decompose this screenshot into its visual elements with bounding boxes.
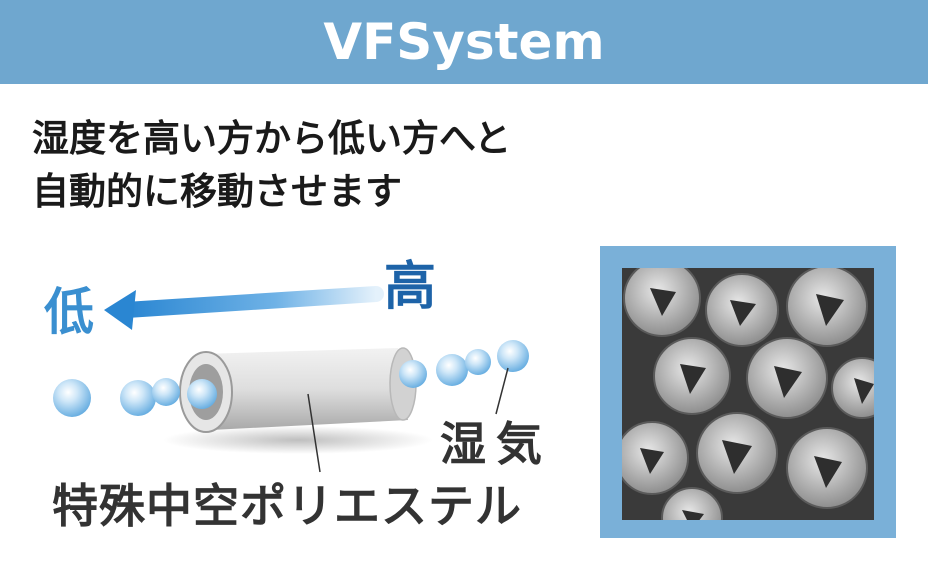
arrow-left-icon	[104, 286, 384, 330]
label-humidity: 湿気	[440, 417, 552, 471]
headline-line-1: 湿度を高い方から低い方へと	[32, 117, 512, 160]
header-banner: VFSystem	[0, 0, 928, 84]
fiber-micrograph	[622, 268, 874, 520]
label-fiber: 特殊中空ポリエステル	[52, 479, 522, 533]
fiber-illustration: 低 高 湿気 特殊中空ポリエステル	[8, 244, 588, 544]
micrograph-frame	[600, 246, 896, 538]
page-title: VFSystem	[323, 13, 605, 71]
label-high: 高	[384, 257, 437, 317]
label-low: 低	[44, 283, 94, 341]
micrograph-image	[622, 268, 874, 520]
water-droplet-icon	[53, 340, 529, 417]
headline: 湿度を高い方から低い方へと 自動的に移動させます	[32, 112, 511, 218]
illustration-graphic	[53, 286, 529, 473]
headline-line-2: 自動的に移動させます	[32, 170, 402, 213]
